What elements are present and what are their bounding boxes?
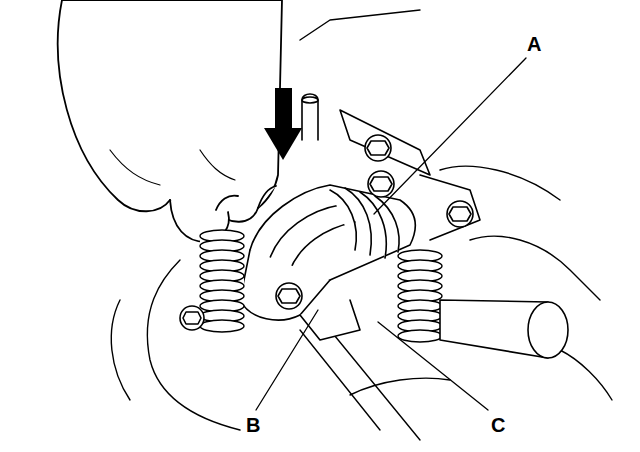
callout-letter: C	[490, 415, 506, 435]
callout-letter: A	[526, 34, 542, 54]
callout-letter: B	[245, 415, 261, 435]
push-arrow	[264, 88, 302, 160]
pipe	[440, 300, 568, 358]
hand	[58, 0, 282, 242]
leader-line	[256, 58, 526, 410]
valve-spring	[398, 250, 442, 342]
stud	[302, 94, 318, 140]
valve-spring	[200, 230, 244, 332]
bolt	[180, 135, 473, 330]
